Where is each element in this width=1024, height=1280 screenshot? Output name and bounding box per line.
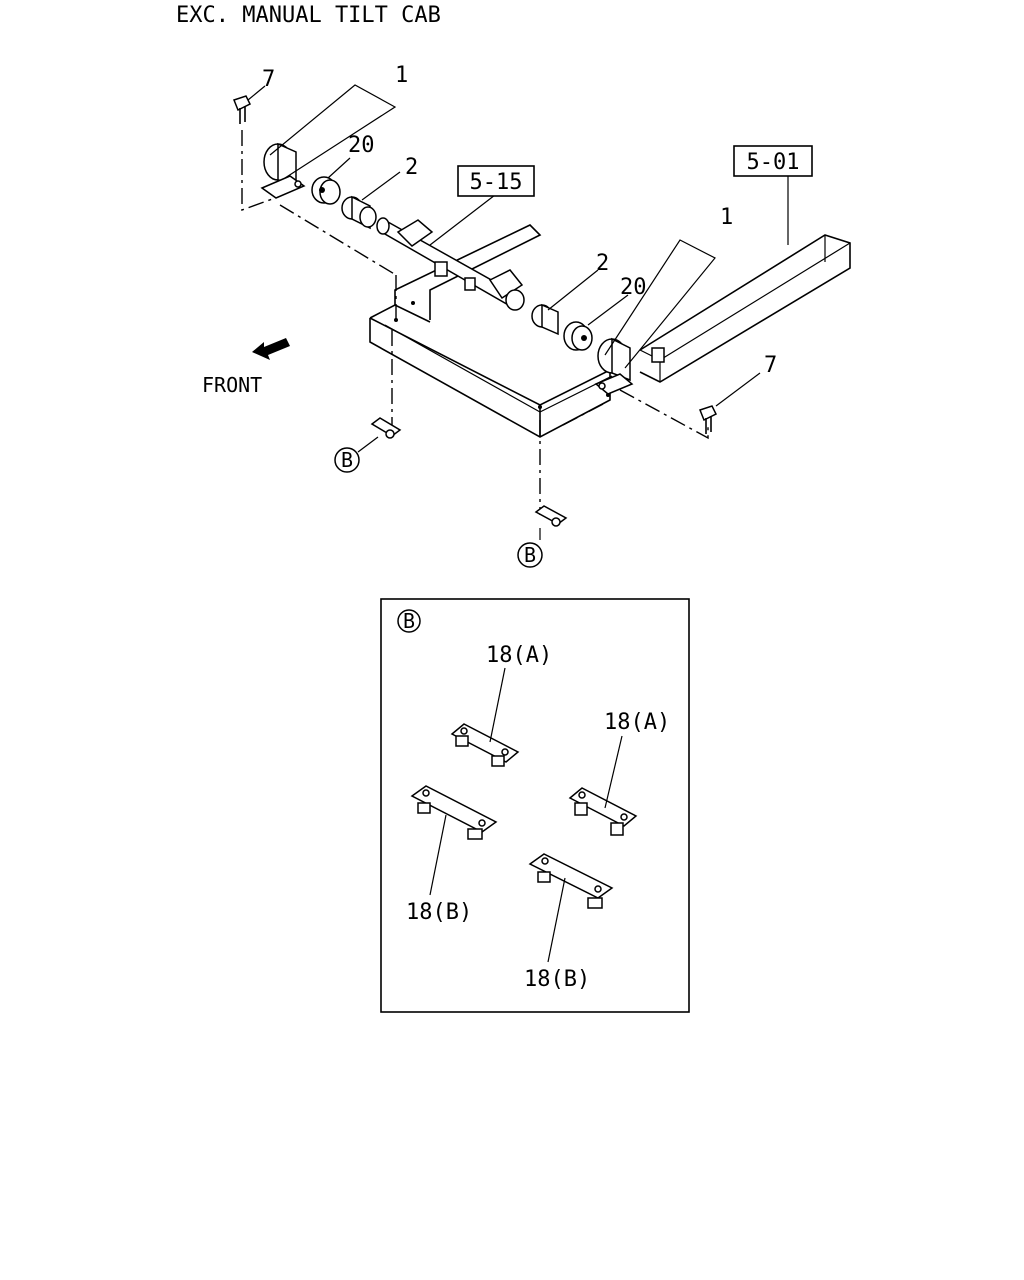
bushing-left-20 (311, 176, 341, 205)
callout-7-right: 7 (764, 353, 777, 378)
bushing-right-20 (563, 321, 593, 351)
callout-2-right: 2 (596, 251, 609, 276)
plate-18a-top (450, 723, 520, 767)
diagram-title: EXC. MANUAL TILT CAB (176, 3, 441, 28)
detail-b-marker-left[interactable]: B (334, 447, 360, 473)
bolt-left (233, 95, 252, 124)
bracket-right (594, 337, 634, 395)
detail-box-b-marker: B (403, 609, 415, 633)
label-18b-bottom: 18(B) (524, 967, 590, 992)
detail-box-b: B (380, 598, 690, 1013)
front-arrow-icon (252, 338, 290, 360)
torsion-shaft (376, 217, 525, 311)
bolt-right (699, 405, 718, 434)
detail-b-marker-bottom-text: B (524, 543, 536, 567)
callout-20-right: 20 (620, 275, 647, 300)
label-18a-top: 18(A) (486, 643, 552, 668)
callout-2-left: 2 (405, 155, 418, 180)
bushing-right-2 (531, 303, 559, 336)
label-18b-left: 18(B) (406, 900, 472, 925)
ref-box-5-15[interactable]: 5-15 (457, 165, 535, 197)
callout-1-right: 1 (720, 205, 733, 230)
assembly-centerlines (241, 130, 709, 515)
leader-lines (247, 84, 789, 407)
plate-18b-bottom (528, 853, 614, 909)
clip-plate-left (370, 417, 402, 439)
ref-5-01-label: 5-01 (747, 150, 800, 175)
detail-b-marker-left-text: B (341, 448, 353, 472)
bracket-left (260, 142, 306, 199)
ref-box-5-01[interactable]: 5-01 (733, 145, 813, 177)
plate-18b-left (410, 785, 498, 840)
callout-20-left: 20 (348, 133, 375, 158)
label-18a-right: 18(A) (604, 710, 670, 735)
front-label: FRONT (202, 373, 262, 397)
detail-b-marker-bottom[interactable]: B (517, 542, 543, 568)
cab-frame-crossmember (369, 224, 851, 438)
callout-7-left: 7 (262, 67, 275, 92)
clip-plate-bottom (534, 505, 568, 527)
plate-18a-right (568, 787, 638, 836)
ref-5-15-label: 5-15 (470, 170, 523, 195)
bushing-left-2 (341, 195, 377, 230)
callout-1-left: 1 (395, 63, 408, 88)
